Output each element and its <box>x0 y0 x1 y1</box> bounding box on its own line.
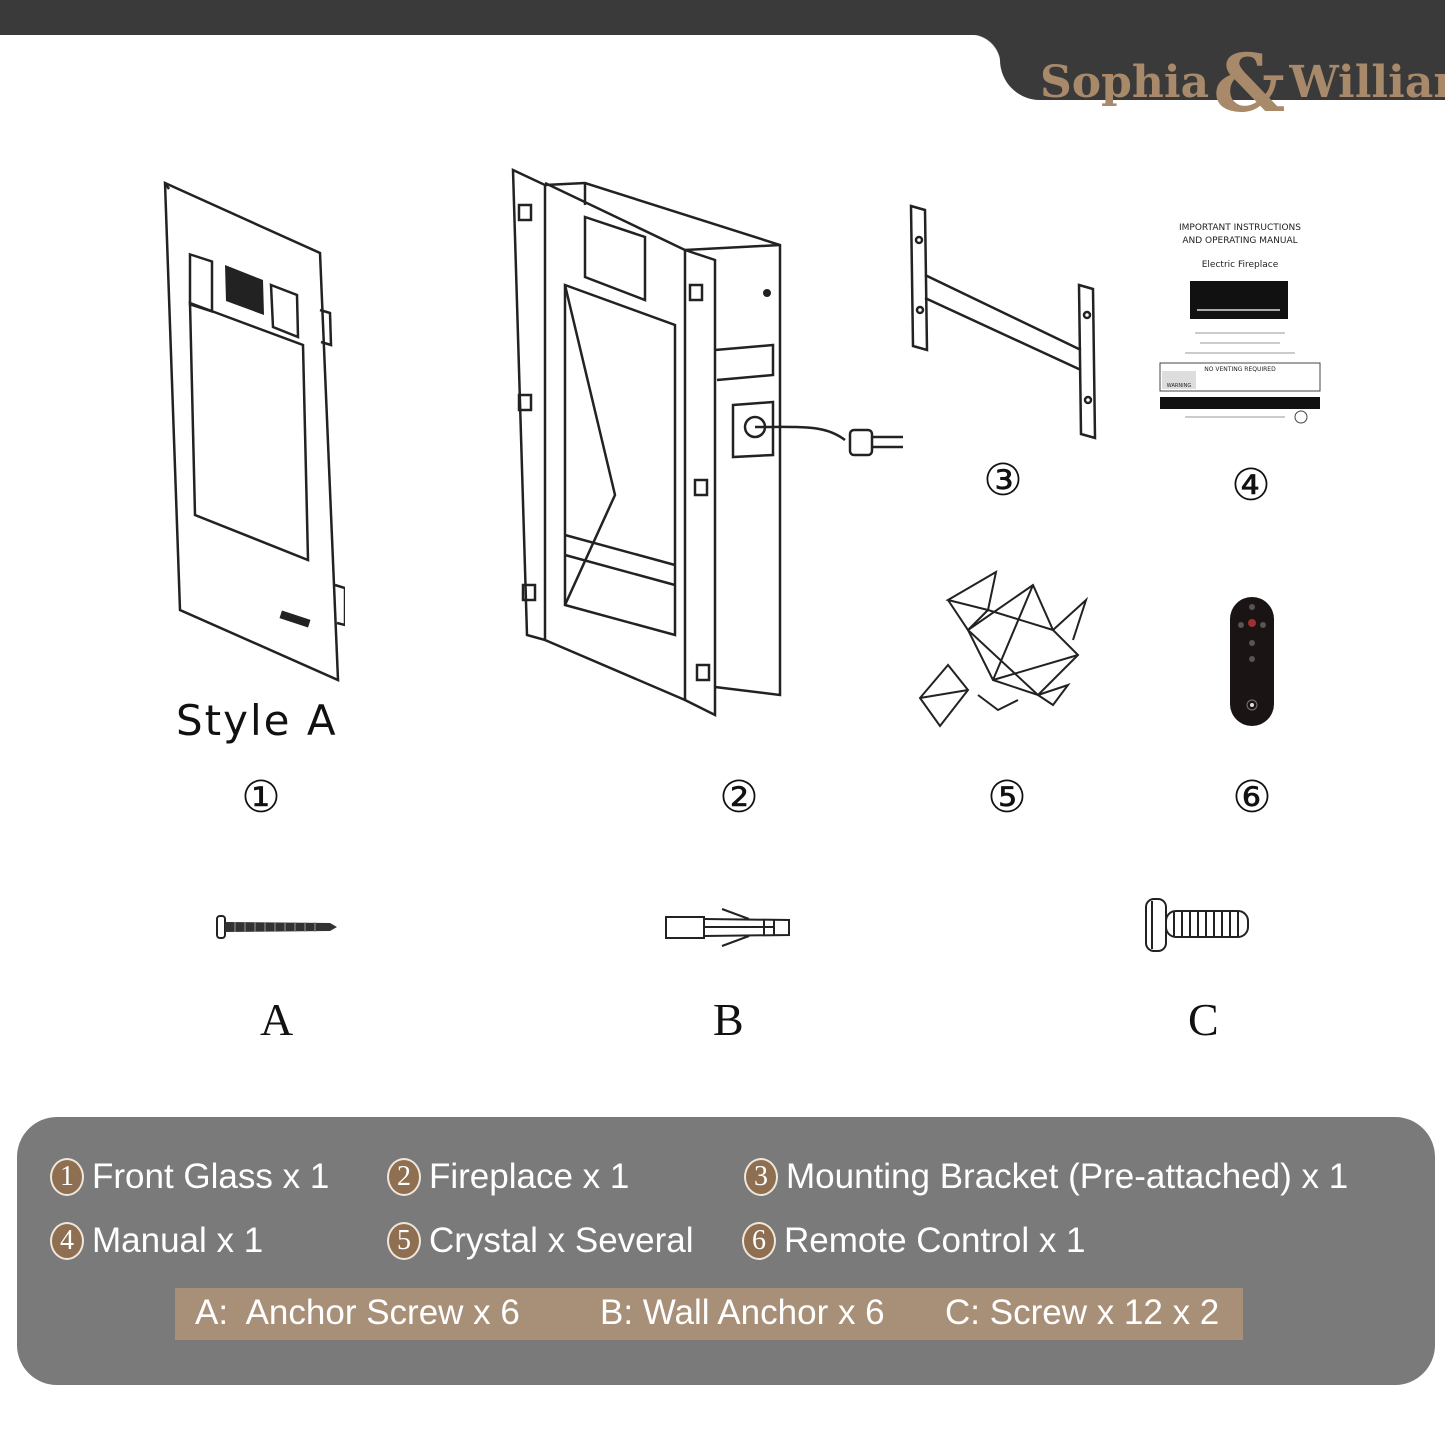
part-number-badge: 2 <box>387 1158 421 1196</box>
part-label: Manual x 1 <box>92 1221 264 1260</box>
diagram-number-6: ⑥ <box>1232 772 1272 823</box>
manual-warning: WARNING <box>1167 383 1192 389</box>
hardware-item-a: A: Anchor Screw x 6 <box>195 1293 520 1332</box>
manual-title-2: AND OPERATING MANUAL <box>1182 236 1297 246</box>
manual-drawing: IMPORTANT INSTRUCTIONS AND OPERATING MAN… <box>1159 223 1321 424</box>
part-label: Fireplace x 1 <box>429 1157 630 1196</box>
manual-title-1: IMPORTANT INSTRUCTIONS <box>1179 223 1301 233</box>
diagram-number-2: ② <box>719 772 759 823</box>
part-label: Remote Control x 1 <box>784 1221 1086 1260</box>
fireplace-drawing <box>511 168 903 718</box>
hardware-list-band: A: Anchor Screw x 6 B: Wall Anchor x 6 C… <box>175 1288 1243 1340</box>
brand-logo: Sophia&William <box>1040 36 1445 130</box>
logo-tab <box>970 0 1445 100</box>
wall-anchor-drawing <box>665 908 790 947</box>
diagram-number-3: ③ <box>983 455 1023 506</box>
part-number-badge: 5 <box>387 1222 421 1260</box>
part-number-badge: 1 <box>50 1158 84 1196</box>
diagram-number-5: ⑤ <box>987 772 1027 823</box>
hardware-letter-a: A <box>260 994 294 1045</box>
hardware-letter-c: C <box>1188 994 1219 1045</box>
front-glass-drawing <box>163 181 345 682</box>
diagram-number-1: ① <box>241 772 281 823</box>
hardware-item-b: B: Wall Anchor x 6 <box>600 1293 885 1332</box>
anchor-screw-drawing <box>216 915 337 939</box>
crystal-drawing <box>918 570 1089 728</box>
hardware-item-c: C: Screw x 12 x 2 <box>945 1293 1220 1332</box>
part-number-badge: 4 <box>50 1222 84 1260</box>
manual-warning-heading: NO VENTING REQUIRED <box>1204 366 1276 373</box>
remote-control-drawing <box>1230 597 1274 726</box>
manual-subtitle: Electric Fireplace <box>1202 260 1279 270</box>
style-label: Style A <box>176 696 338 745</box>
parts-list-panel <box>17 1117 1435 1385</box>
part-label: Mounting Bracket (Pre-attached) x 1 <box>786 1157 1349 1196</box>
diagram-number-4: ④ <box>1231 460 1271 511</box>
part-number-badge: 6 <box>742 1222 776 1260</box>
part-label: Front Glass x 1 <box>92 1157 330 1196</box>
part-number-badge: 3 <box>744 1158 778 1196</box>
mounting-bracket-drawing <box>909 204 1097 440</box>
hardware-letter-b: B <box>713 994 744 1045</box>
screw-drawing <box>1145 898 1249 952</box>
part-label: Crystal x Several <box>429 1221 694 1260</box>
